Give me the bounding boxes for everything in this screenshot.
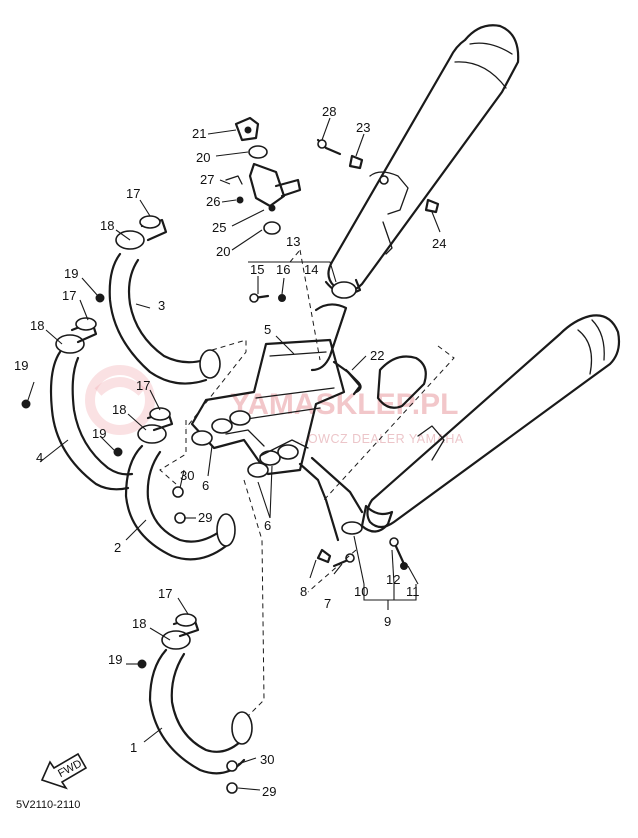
watermark-logo — [85, 365, 155, 435]
leader-lines — [27, 117, 441, 791]
callout-3: 3 — [158, 298, 165, 313]
callout-21: 21 — [192, 126, 206, 141]
callout-24: 24 — [432, 236, 446, 251]
callout-2: 2 — [114, 540, 121, 555]
callout-29: 29 — [198, 510, 212, 525]
header-pipe-1 — [137, 613, 253, 794]
bracket-assembly — [225, 116, 302, 235]
mount-fasteners — [249, 138, 440, 570]
callout-20: 20 — [216, 244, 230, 259]
header-pipe-4 — [21, 317, 134, 491]
callout-11: 11 — [406, 584, 420, 599]
header-pipe-3 — [95, 215, 221, 385]
callout-14: 14 — [304, 262, 318, 277]
lower-muffler — [341, 314, 621, 535]
callout-16: 16 — [276, 262, 290, 277]
callout-8: 8 — [300, 584, 307, 599]
callout-27: 27 — [200, 172, 214, 187]
callout-22: 22 — [370, 348, 384, 363]
callout-6: 6 — [202, 478, 209, 493]
callout-23: 23 — [356, 120, 370, 135]
callout-18: 18 — [30, 318, 44, 333]
callout-17: 17 — [62, 288, 76, 303]
callout-1: 1 — [130, 740, 137, 755]
callout-5: 5 — [264, 322, 271, 337]
callout-30: 30 — [260, 752, 274, 767]
callout-19: 19 — [14, 358, 28, 373]
callout-30: 30 — [180, 468, 194, 483]
callout-17: 17 — [136, 378, 150, 393]
upper-muffler — [310, 24, 520, 372]
diagram-code: 5V2110-2110 — [16, 799, 80, 811]
callout-29: 29 — [262, 784, 276, 799]
fwd-arrow-icon: FWD — [40, 752, 88, 790]
callout-labels: 21 20 27 26 25 20 13 28 23 24 17 18 19 3… — [14, 104, 446, 799]
callout-19: 19 — [64, 266, 78, 281]
callout-13: 13 — [286, 234, 300, 249]
collector-box — [190, 338, 427, 542]
header-pipe-2 — [113, 407, 236, 561]
callout-15: 15 — [250, 262, 264, 277]
callout-7: 7 — [324, 596, 331, 611]
callout-9: 9 — [384, 614, 391, 629]
callout-20: 20 — [196, 150, 210, 165]
assembly-lines — [159, 249, 455, 717]
callout-18: 18 — [132, 616, 146, 631]
callout-17: 17 — [126, 186, 140, 201]
callout-18: 18 — [112, 402, 126, 417]
callout-19: 19 — [108, 652, 122, 667]
callout-18: 18 — [100, 218, 114, 233]
callout-28: 28 — [322, 104, 336, 119]
callout-6: 6 — [264, 518, 271, 533]
callout-17: 17 — [158, 586, 172, 601]
callout-19: 19 — [92, 426, 106, 441]
callout-26: 26 — [206, 194, 220, 209]
callout-10: 10 — [354, 584, 368, 599]
watermark-logo-swoosh — [94, 377, 146, 396]
callout-25: 25 — [212, 220, 226, 235]
callout-4: 4 — [36, 450, 43, 465]
callout-12: 12 — [386, 572, 400, 587]
